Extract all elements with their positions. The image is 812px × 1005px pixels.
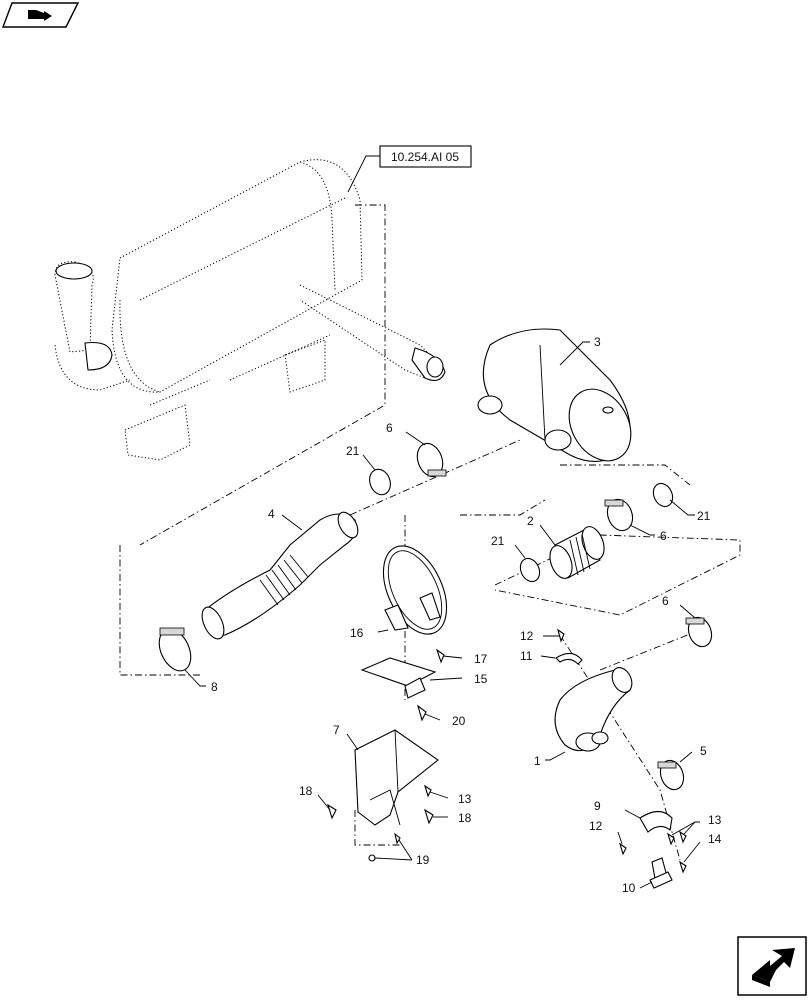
callout-13c: 13 [708,813,722,827]
bolt-12-b[interactable] [617,831,627,856]
bolt-18-a[interactable] [317,794,337,820]
callout-12a: 12 [520,629,534,643]
book-arrow-icon[interactable] [1,2,80,28]
bracket-15[interactable] [360,657,463,699]
callout-16: 16 [350,626,364,640]
strap-16[interactable] [371,536,460,644]
callout-13b: 13 [708,813,722,827]
clamp-8[interactable] [153,624,206,687]
callout-20: 20 [452,714,466,728]
bolt-17[interactable] [435,648,463,664]
callout-9: 9 [594,799,601,813]
hose-4[interactable] [198,509,362,642]
callout-21c: 21 [491,534,505,548]
bolt-12-a[interactable] [543,628,565,643]
clamp-6-a[interactable] [405,431,447,480]
callout-5: 5 [700,744,707,758]
reference-label: 10.254.AI 05 [391,150,459,164]
muffler-assembly [54,159,446,546]
ring-21-a[interactable] [362,454,394,498]
elbow-1[interactable] [545,664,636,761]
callout-13a: 13 [458,792,472,806]
clamp-6-c[interactable] [679,604,715,650]
callout-6b: 6 [660,529,667,543]
callout-4: 4 [268,507,275,521]
ring-21-c[interactable] [514,544,543,585]
callout-21a: 21 [346,444,360,458]
clamp-5[interactable] [657,751,693,793]
callout-3: 3 [594,335,601,349]
ring-21-b[interactable] [650,480,695,516]
callout-2: 2 [527,514,534,528]
clamp-6-b[interactable] [603,496,655,536]
callout-11: 11 [520,649,533,663]
bolt-18-b[interactable] [424,808,448,825]
callout-19: 19 [416,853,430,867]
callout-18a: 18 [299,784,313,798]
air-cleaner-canister[interactable] [477,328,643,472]
callout-17: 17 [474,652,488,666]
callout-12b: 12 [589,819,603,833]
callout-10: 10 [622,881,636,895]
nut-19[interactable] [368,832,413,862]
callout-1: 1 [534,754,541,768]
callout-8: 8 [211,680,218,694]
callout-6c: 6 [662,594,669,608]
callout-21b: 21 [697,509,711,523]
nut-13-a[interactable] [424,784,449,799]
bolt-14[interactable] [679,841,701,874]
bolt-20[interactable] [417,704,441,722]
callout-18b: 18 [458,811,472,825]
connector-2[interactable] [539,524,608,582]
reference-box[interactable]: 10.254.AI 05 [347,145,472,193]
nuts-13-bc[interactable] [667,821,700,846]
callout-7: 7 [333,723,340,737]
bracket-10[interactable] [639,857,673,889]
hook-11[interactable] [540,652,583,665]
support-7[interactable] [346,729,439,826]
callout-6a: 6 [386,421,393,435]
mount-9[interactable] [624,809,673,833]
callout-15: 15 [474,672,488,686]
callout-14: 14 [708,832,722,846]
next-page-arrow-icon[interactable] [737,936,807,996]
